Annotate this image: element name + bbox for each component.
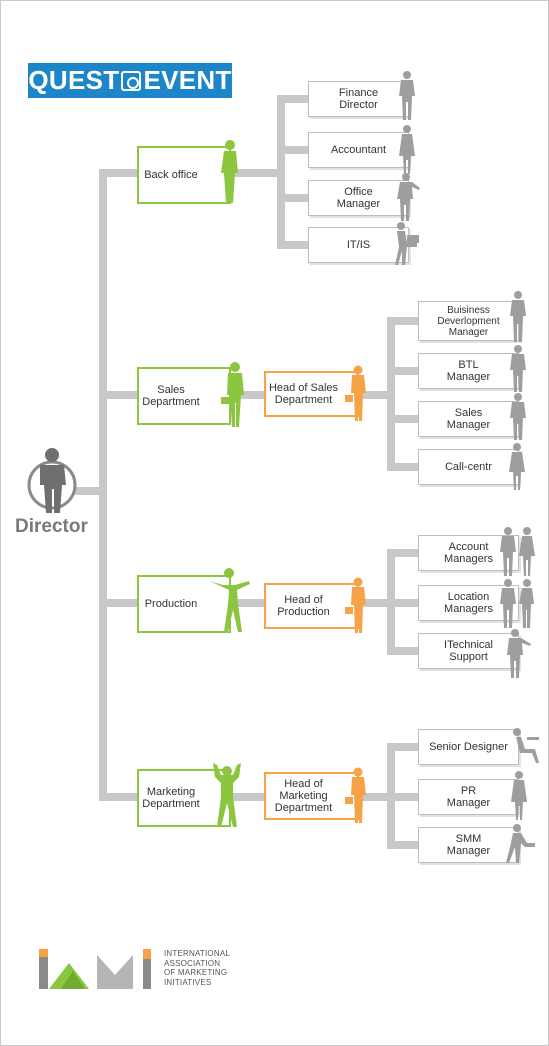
role-bus <box>387 317 395 471</box>
dept-connector <box>99 169 139 177</box>
role-label: Sales Manager <box>446 407 491 431</box>
role-person-icon <box>399 125 415 174</box>
dept-connector <box>99 391 139 399</box>
role-connector <box>387 841 419 849</box>
role-label: Senior Designer <box>429 741 508 753</box>
branch-connector <box>357 599 395 607</box>
role-senior-designer: Senior Designer <box>418 729 519 765</box>
director-connector <box>75 487 107 495</box>
dept-production: Production <box>137 575 231 633</box>
head-production: Head of Production <box>264 583 359 629</box>
role-connector <box>277 146 309 154</box>
dept-person-icon <box>221 140 238 203</box>
head-person-icon <box>345 767 366 823</box>
dept-marketing: Marketing Department <box>137 769 231 827</box>
role-connector <box>387 599 419 607</box>
role-label: Finance Director <box>338 87 379 111</box>
role-bus <box>277 95 285 247</box>
role-label: Location Managers <box>444 591 493 615</box>
branch-connector <box>357 793 395 801</box>
role-person-icon <box>399 71 415 120</box>
role-connector <box>387 647 419 655</box>
branch-connector <box>229 169 285 177</box>
dept-person-icon <box>213 763 241 827</box>
dept-label: Back office <box>144 169 198 181</box>
role-person-icon <box>509 443 525 490</box>
head-label: Head of Sales Department <box>268 382 339 406</box>
head-person-icon <box>345 577 366 633</box>
branch-connector <box>229 599 265 607</box>
role-connector <box>387 463 419 471</box>
role-connector <box>387 367 419 375</box>
role-accountant: Accountant <box>308 132 409 168</box>
role-technical-support: ITechnical Support <box>418 633 519 669</box>
dept-connector <box>99 793 139 801</box>
role-person-icon <box>507 629 531 678</box>
role-people-icon <box>500 579 534 628</box>
role-person-icon <box>510 393 526 440</box>
role-connector <box>277 194 309 202</box>
role-pr-manager: PR Manager <box>418 779 519 815</box>
logo-mark-icon <box>121 71 142 91</box>
role-label: Buisiness Deverlopment Manager <box>437 304 500 338</box>
head-label: Head of Production <box>277 594 330 618</box>
role-connector <box>387 743 419 751</box>
role-person-icon <box>397 173 420 221</box>
dept-connector <box>99 599 139 607</box>
head-label: Head of Marketing Department <box>274 778 333 814</box>
role-smm-manager: SMM Manager <box>418 827 519 863</box>
branch-connector <box>229 391 265 399</box>
role-person-icon <box>510 291 526 342</box>
role-connector <box>387 549 419 557</box>
role-connector <box>277 95 309 103</box>
role-label: Account Managers <box>444 541 493 565</box>
role-person-icon <box>395 222 419 265</box>
role-seated-person-icon <box>506 824 535 863</box>
dept-label: Marketing Department <box>142 786 200 810</box>
role-label: BTL Manager <box>446 359 491 383</box>
dept-person-icon <box>209 568 250 632</box>
dept-label: Sales Department <box>142 384 200 408</box>
head-person-icon <box>345 365 366 421</box>
branch-connector <box>357 391 395 399</box>
logo-text-right: EVENT <box>143 65 232 95</box>
role-label: IT/IS <box>346 239 371 251</box>
quest-event-logo: QUEST EVENT <box>28 63 232 98</box>
role-connector <box>387 317 419 325</box>
logo-text-left: QUEST <box>28 65 120 95</box>
role-connector <box>387 793 419 801</box>
role-label: Accountant <box>330 144 387 156</box>
role-label: PR Manager <box>446 785 491 809</box>
role-sales-manager: Sales Manager <box>418 401 519 437</box>
role-person-icon <box>511 771 527 820</box>
role-person-icon <box>510 345 526 392</box>
role-label: Call-centr <box>444 461 493 473</box>
role-seated-person-icon <box>513 728 539 763</box>
dept-person-icon <box>221 362 244 427</box>
role-label: ITechnical Support <box>444 639 493 663</box>
iami-org-name: INTERNATIONAL ASSOCIATION OF MARKETING I… <box>164 949 231 987</box>
director-label: Director <box>15 516 88 537</box>
role-label: SMM Manager <box>446 833 491 857</box>
dept-back-office: Back office <box>137 146 231 204</box>
dept-sales: Sales Department <box>137 367 231 425</box>
role-connector <box>387 415 419 423</box>
role-account-managers: Account Managers <box>418 535 519 571</box>
director-person-icon <box>27 448 77 513</box>
role-finance-director: Finance Director <box>308 81 409 117</box>
role-office-manager: Office Manager <box>308 180 409 216</box>
role-connector <box>277 241 309 249</box>
trunk-line <box>99 169 107 801</box>
dept-label: Production <box>144 598 198 610</box>
role-business-development-manager: Buisiness Deverlopment Manager <box>418 301 519 341</box>
iami-logo-icon <box>39 949 151 989</box>
role-people-icon <box>500 527 535 576</box>
branch-connector <box>229 793 265 801</box>
head-marketing: Head of Marketing Department <box>264 772 359 820</box>
role-label: Office Manager <box>336 186 381 210</box>
role-btl-manager: BTL Manager <box>418 353 519 389</box>
role-call-centre: Call-centr <box>418 449 519 485</box>
